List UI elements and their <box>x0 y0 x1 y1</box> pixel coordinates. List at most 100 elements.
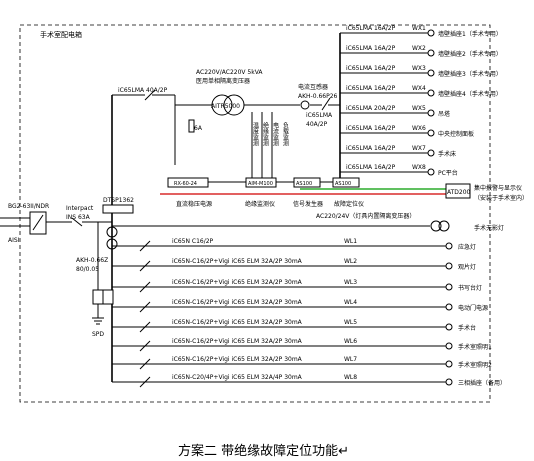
module-as100-1: AS100 <box>296 181 312 187</box>
tn-breaker: iC65N-C16/2P+Vigi iC65 ELM 32A/2P 30mA <box>172 258 303 265</box>
it-circuit: iC65LMA 16A/2P WX2 墙壁插座2（手术专用） <box>340 45 502 58</box>
tn-load: 手术台 <box>458 324 476 332</box>
spd-model: DTSP1362 <box>103 197 134 204</box>
it-code: WX6 <box>412 125 426 132</box>
label-fault-locator: 故障定位仪 <box>334 200 364 208</box>
it-code: WX4 <box>412 85 426 92</box>
main-breaker-model: BG2-63II/NDR <box>8 203 49 210</box>
panel-title: 手术室配电箱 <box>40 30 82 39</box>
it-load: 墙壁插座1（手术专用） <box>438 30 502 38</box>
tn-circuit: iC65N C16/2P WL1 应急灯 <box>112 238 476 251</box>
tn-code: WL7 <box>344 356 357 363</box>
transformer-in-breaker: iC65LMA 40A/2P <box>118 87 168 94</box>
shadowless-load: 手术无影灯 <box>474 224 504 232</box>
tn-circuit: iC65N-C16/2P+Vigi iC65 ELM 32A/2P 30mA W… <box>112 258 476 271</box>
alarm-label2: （安装于手术室内） <box>474 194 528 202</box>
alarm-label1: 集中报警与显示仪 <box>474 184 522 192</box>
it-load: 墙壁插座4（手术专用） <box>438 90 502 98</box>
tn-code: WL4 <box>344 299 357 306</box>
tn-circuit: iC65N-C20/4P+Vigi iC65 ELM 32A/4P 30mA W… <box>112 374 506 387</box>
monitor-label-temp: 温度监测 <box>252 121 259 147</box>
tn-breaker-symbols <box>139 240 151 388</box>
it-breaker: iC65LMA 20A/2P <box>346 105 396 112</box>
module-aim: AIM-M100 <box>248 181 273 187</box>
label-insul-monitor: 绝缘监测仪 <box>245 200 275 208</box>
it-circuit: iC65LMA 16A/2P WX8 PC平台 <box>340 164 458 177</box>
diagram-caption: 方案二 带绝缘故障定位功能↵ <box>178 443 349 459</box>
spd-label: SPD <box>92 331 104 338</box>
main-incoming: BG2-63II/NDR AISI Interpact INS 63A <box>0 203 112 244</box>
tn-breaker: iC65N-C16/2P+Vigi iC65 ELM 32A/2P 30mA <box>172 279 303 286</box>
it-circuit: iC65LMA 16A/2P WX1 墙壁插座1（手术专用） <box>340 25 502 38</box>
akh-ratio: 80/0.05 <box>76 266 99 273</box>
tn-code: WL3 <box>344 279 357 286</box>
it-code: WX7 <box>412 145 426 152</box>
it-circuit: iC65LMA 20A/2P WX5 吊塔 <box>340 105 450 118</box>
it-circuit: iC65LMA 16A/2P WX3 墙壁插座3（手术专用） <box>340 65 502 78</box>
tn-code: WL8 <box>344 374 357 381</box>
transformer-section: iC65LMA 40A/2P AC220V/AC220V 5kVA 医用单相隔离… <box>112 69 364 208</box>
it-load: PC平台 <box>438 169 458 177</box>
tn-breaker: iC65N-C16/2P+Vigi iC65 ELM 32A/2P 30mA <box>172 319 303 326</box>
it-breaker: iC65LMA 16A/2P <box>346 45 396 52</box>
it-circuit: iC65LMA 16A/2P WX7 手术床 <box>340 145 456 158</box>
transformer-fuse: 6A <box>194 125 203 132</box>
monitor-label-insul: 绝缘监测 <box>262 121 269 147</box>
it-circuit: iC65LMA 16A/2P WX4 墙壁插座4（手术专用） <box>340 85 502 98</box>
tn-circuit: iC65N-C16/2P+Vigi iC65 ELM 32A/2P 30mA W… <box>112 356 492 369</box>
it-breaker: iC65LMA 16A/2P <box>346 65 396 72</box>
out-breaker-1: iC65LMA <box>306 112 333 119</box>
akh-model: AKH-0.66Z <box>76 257 108 264</box>
module-rx: RX-60-24 <box>174 181 197 187</box>
tn-load: 应急灯 <box>458 243 476 251</box>
it-load: 中央控制面板 <box>438 130 474 138</box>
tn-load: 书写台灯 <box>458 284 482 292</box>
tn-breaker: iC65N-C16/2P+Vigi iC65 ELM 32A/2P 30mA <box>172 299 303 306</box>
tn-load: 观片灯 <box>458 263 476 271</box>
tn-breaker: iC65N-C16/2P+Vigi iC65 ELM 32A/2P 30mA <box>172 356 303 363</box>
label-dc-supply: 直流稳压电源 <box>176 200 212 208</box>
it-breaker: iC65LMA 16A/2P <box>346 145 396 152</box>
it-code: WX2 <box>412 45 426 52</box>
tn-circuit: iC65N-C16/2P+Vigi iC65 ELM 32A/2P 30mA W… <box>112 299 488 312</box>
it-load: 手术床 <box>438 150 456 158</box>
tn-circuit: iC65N-C16/2P+Vigi iC65 ELM 32A/2P 30mA W… <box>112 279 482 292</box>
it-breaker: iC65LMA 16A/2P <box>346 125 396 132</box>
tn-load: 电动门电源 <box>458 304 488 312</box>
ct-model: 电流互感器 <box>298 83 328 91</box>
it-breaker: iC65LMA 16A/2P <box>346 85 396 92</box>
tn-circuits: iC65N C16/2P WL1 应急灯 iC65N-C16/2P+Vigi i… <box>112 238 506 387</box>
panel-enclosure <box>19 24 491 403</box>
tn-circuit: iC65N-C16/2P+Vigi iC65 ELM 32A/2P 30mA W… <box>112 319 476 332</box>
tn-circuit: iC65N-C16/2P+Vigi iC65 ELM 32A/2P 30mA W… <box>112 338 492 351</box>
out-breaker-2: 40A/2P <box>306 121 328 128</box>
alarm-model: ATD200 <box>447 189 471 196</box>
monitor-label-load: 负载监测 <box>282 121 289 147</box>
tn-breaker: iC65N C16/2P <box>172 238 214 245</box>
it-circuits: iC65LMA 16A/2P WX1 墙壁插座1（手术专用） iC65LMA 1… <box>340 25 502 177</box>
tn-breaker: iC65N-C20/4P+Vigi iC65 ELM 32A/4P 30mA <box>172 374 303 381</box>
tn-code: WL1 <box>344 238 357 245</box>
tn-load: 手术室照明2 <box>458 361 492 369</box>
tn-code: WL5 <box>344 319 357 326</box>
module-as100-2: AS100 <box>335 181 351 187</box>
it-code: WX5 <box>412 105 426 112</box>
interlock-sub: INS 63A <box>66 214 91 221</box>
transformer-model: AITR5000 <box>211 103 240 110</box>
spd-group: DTSP1362 AKH-0.66Z 80/0.05 SPD <box>76 197 134 338</box>
tn-breaker: iC65N-C16/2P+Vigi iC65 ELM 32A/2P 30mA <box>172 338 303 345</box>
label-signal-gen: 信号发生器 <box>293 200 323 208</box>
tn-load: 三相插座（备用） <box>458 379 506 387</box>
tn-code: WL2 <box>344 258 357 265</box>
it-breaker: iC65LMA 16A/2P <box>346 164 396 171</box>
it-code: WX3 <box>412 65 426 72</box>
alarm-box <box>445 183 471 199</box>
interlock-label: Interpact <box>66 205 94 212</box>
monitor-label-current: 电流监测 <box>272 121 279 147</box>
it-load: 墙壁插座2（手术专用） <box>438 50 502 58</box>
ct-spec: AKH-0.66P26 <box>298 93 338 100</box>
it-load: 墙壁插座3（手术专用） <box>438 70 502 78</box>
it-breaker: iC65LMA 16A/2P <box>346 25 396 32</box>
main-breaker-id: AISI <box>8 237 20 244</box>
